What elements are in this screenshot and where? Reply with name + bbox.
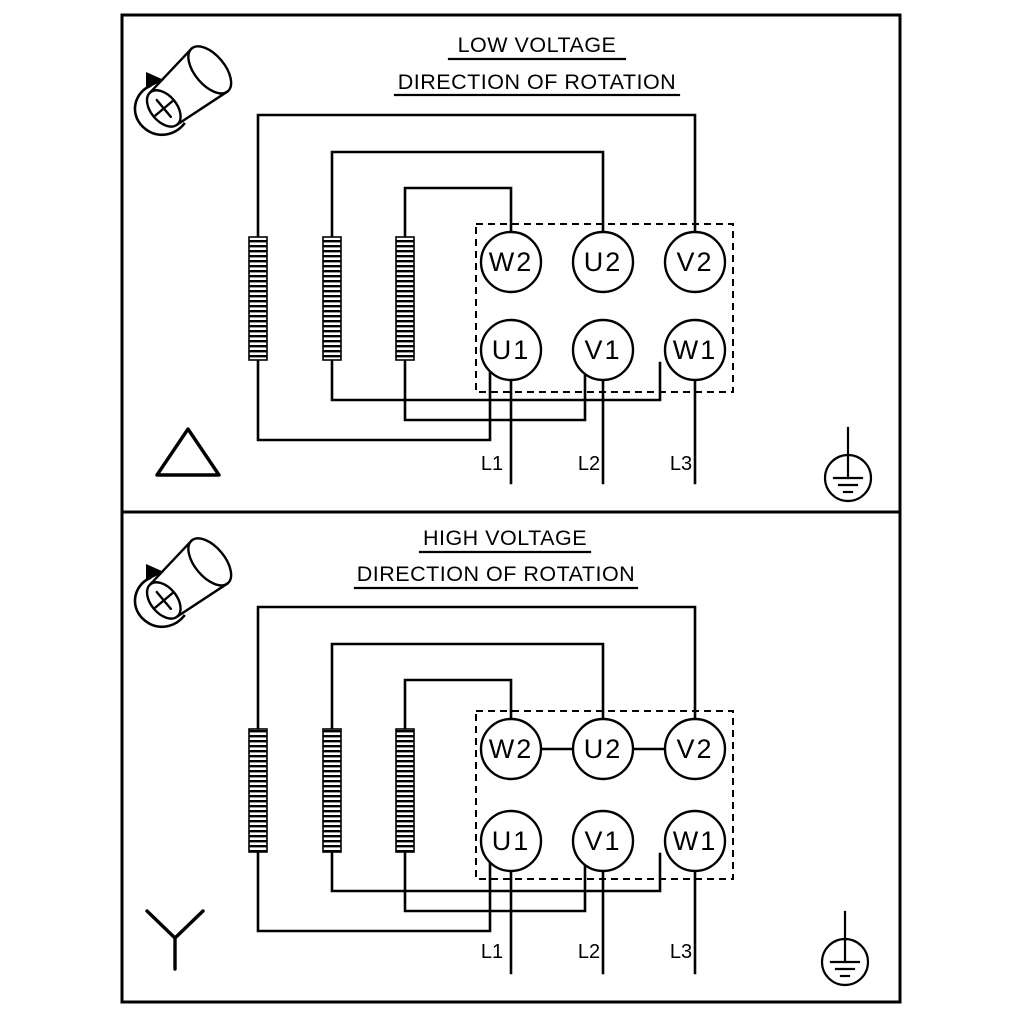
terminal-label-W2: W2 xyxy=(489,247,534,277)
terminal-circle-U1 xyxy=(479,809,543,873)
terminal-circle-W1 xyxy=(663,809,727,873)
panel-frame xyxy=(120,510,902,1004)
terminal-label-V2: V2 xyxy=(676,734,713,764)
terminal-U1: U1 xyxy=(479,318,543,382)
terminal-U2: U2 xyxy=(571,717,635,781)
lead-label-L3: L3 xyxy=(670,941,692,963)
rotation-arrow-icon xyxy=(133,576,186,629)
terminal-U2: U2 xyxy=(571,230,635,294)
wire-winding1-to-V2 xyxy=(256,113,697,247)
terminal-label-U2: U2 xyxy=(584,247,623,277)
lead-label-L3: L3 xyxy=(670,453,692,475)
terminal-box xyxy=(475,710,734,880)
wire-winding2-to-W1 xyxy=(330,358,662,402)
terminal-circle-W2 xyxy=(479,230,543,294)
terminal-circle-U2 xyxy=(571,230,635,294)
winding-coil-2 xyxy=(322,236,342,361)
terminal-circle-V1 xyxy=(571,809,635,873)
terminal-V1: V1 xyxy=(571,318,635,382)
terminal-label-V2: V2 xyxy=(676,247,713,277)
terminal-circle-V2 xyxy=(663,717,727,781)
winding-coil-2 xyxy=(322,728,342,853)
shaft-rotation-icon xyxy=(133,537,233,629)
shaft-cylinder xyxy=(145,537,233,620)
wire-winding3-to-W2 xyxy=(403,186,513,247)
terminal-label-W1: W1 xyxy=(673,335,718,365)
terminal-label-V1: V1 xyxy=(584,826,621,856)
lead-label-L1: L1 xyxy=(481,453,503,475)
terminal-label-U1: U1 xyxy=(492,826,531,856)
terminal-circle-U2 xyxy=(571,717,635,781)
panel-title: HIGH VOLTAGE xyxy=(423,526,587,550)
terminal-W1: W1 xyxy=(663,809,727,873)
delta-symbol xyxy=(155,427,221,477)
panel-subtitle: DIRECTION OF ROTATION xyxy=(357,562,635,586)
wire-winding3-to-V1 xyxy=(403,358,587,422)
lead-label-L2: L2 xyxy=(578,941,600,963)
terminal-label-W2: W2 xyxy=(489,734,534,764)
wire-winding3-to-V1 xyxy=(403,850,587,913)
terminal-U1: U1 xyxy=(479,809,543,873)
wye-symbol xyxy=(145,909,205,971)
terminal-circle-V2 xyxy=(663,230,727,294)
earth-ground-icon xyxy=(823,426,873,503)
terminal-W2: W2 xyxy=(479,230,543,294)
terminal-W2: W2 xyxy=(479,717,543,781)
rotation-arrowhead-icon xyxy=(146,72,164,89)
terminal-circle-U1 xyxy=(479,318,543,382)
terminal-box xyxy=(475,223,734,393)
terminal-label-W1: W1 xyxy=(673,826,718,856)
terminal-circle-W1 xyxy=(663,318,727,382)
lead-label-L1: L1 xyxy=(481,941,503,963)
wire-winding1-to-V2 xyxy=(256,605,697,734)
terminal-circle-W2 xyxy=(479,717,543,781)
terminal-W1: W1 xyxy=(663,318,727,382)
wire-winding2-to-U2 xyxy=(330,150,605,247)
low-voltage-panel: LOW VOLTAGE DIRECTION OF ROTATION xyxy=(120,13,902,514)
lead-label-L2: L2 xyxy=(578,453,600,475)
winding-coil-3 xyxy=(395,236,415,361)
terminal-label-V1: V1 xyxy=(584,335,621,365)
rotation-arrow-icon xyxy=(133,84,186,137)
panel-title: LOW VOLTAGE xyxy=(458,33,617,57)
high-voltage-panel: HIGH VOLTAGE DIRECTION OF ROTATION xyxy=(120,510,902,1004)
panel-subtitle: DIRECTION OF ROTATION xyxy=(398,70,676,94)
shaft-cylinder xyxy=(145,45,233,128)
terminal-circle-V1 xyxy=(571,318,635,382)
winding-coil-1 xyxy=(248,728,268,853)
terminal-label-U1: U1 xyxy=(492,335,531,365)
shaft-rotation-icon xyxy=(133,45,233,137)
terminal-V2: V2 xyxy=(663,230,727,294)
earth-ground-icon xyxy=(820,910,870,987)
wire-winding2-to-U2 xyxy=(330,642,605,734)
terminal-V2: V2 xyxy=(663,717,727,781)
rotation-arrowhead-icon xyxy=(146,564,164,581)
wire-winding2-to-W1 xyxy=(330,850,662,893)
terminal-label-U2: U2 xyxy=(584,734,623,764)
winding-coil-1 xyxy=(248,236,268,361)
terminal-V1: V1 xyxy=(571,809,635,873)
winding-coil-3 xyxy=(395,728,415,853)
wire-winding3-to-W2 xyxy=(403,678,513,734)
